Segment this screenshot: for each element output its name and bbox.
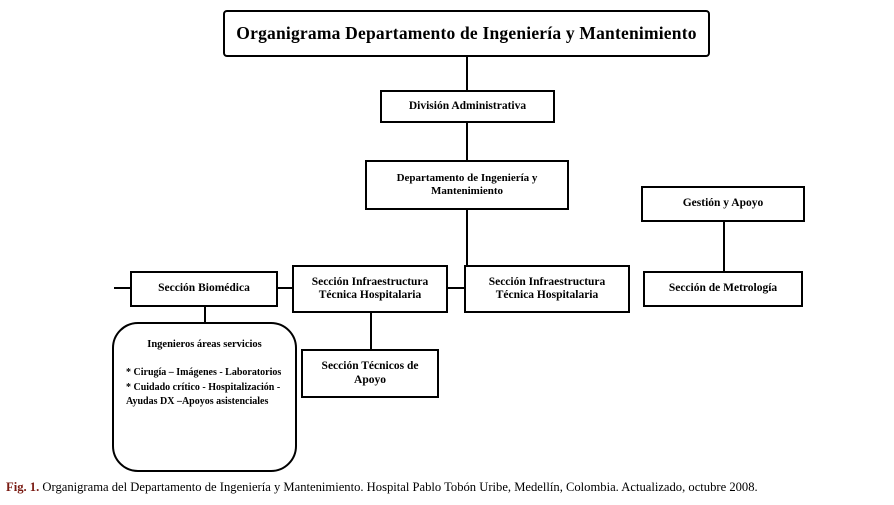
connector-biomedica-to-ingenieros [204, 307, 206, 323]
ingenieros-title: Ingenieros áreas servicios [147, 339, 262, 350]
connector-gestion-to-metrologia [723, 222, 725, 271]
node-seccion-biomedica-label: Sección Biomédica [158, 282, 250, 295]
node-seccion-metrologia: Sección de Metrología [643, 271, 803, 307]
figure-caption-label: Fig. 1. [6, 480, 40, 494]
node-seccion-tecnicos-apoyo-label: Sección Técnicos de Apoyo [321, 360, 419, 386]
node-seccion-infraestructura-1: Sección Infraestructura Técnica Hospital… [292, 265, 448, 313]
node-seccion-biomedica: Sección Biomédica [130, 271, 278, 307]
ingenieros-item-1: * Cirugía – Imágenes - Laboratorios [126, 367, 282, 379]
connector-title-to-division [466, 57, 468, 90]
node-seccion-infraestructura-2-label: Sección Infraestructura Técnica Hospital… [488, 275, 606, 301]
node-division-administrativa-label: División Administrativa [408, 99, 527, 112]
diagram-title-box: Organigrama Departamento de Ingeniería y… [223, 10, 710, 57]
diagram-title-text: Organigrama Departamento de Ingeniería y… [236, 23, 697, 44]
node-seccion-tecnicos-apoyo: Sección Técnicos de Apoyo [301, 349, 439, 398]
figure-caption: Fig. 1. Organigrama del Departamento de … [6, 480, 890, 495]
node-ingenieros-areas-servicios: Ingenieros áreas servicios * Cirugía – I… [112, 322, 297, 472]
connector-section-bus [114, 287, 466, 289]
node-departamento-ingenieria-label: Departamento de Ingeniería y Mantenimien… [396, 172, 538, 197]
node-seccion-infraestructura-1-label: Sección Infraestructura Técnica Hospital… [311, 275, 429, 301]
connector-infra1-to-tecnicos [370, 313, 372, 349]
ingenieros-item-2: * Cuidado crítico - Hospitalización - Ay… [126, 381, 281, 408]
node-gestion-apoyo-label: Gestión y Apoyo [682, 197, 764, 210]
connector-departamento-trunk [466, 210, 468, 289]
node-division-administrativa: División Administrativa [380, 90, 555, 123]
node-departamento-ingenieria: Departamento de Ingeniería y Mantenimien… [365, 160, 569, 210]
figure-caption-text: Organigrama del Departamento de Ingenier… [39, 480, 758, 494]
node-seccion-metrologia-label: Sección de Metrología [668, 282, 778, 295]
node-gestion-apoyo: Gestión y Apoyo [641, 186, 805, 222]
connector-division-to-departamento [466, 123, 468, 160]
connector-bus-to-biomedica [114, 287, 116, 289]
node-seccion-infraestructura-2: Sección Infraestructura Técnica Hospital… [464, 265, 630, 313]
